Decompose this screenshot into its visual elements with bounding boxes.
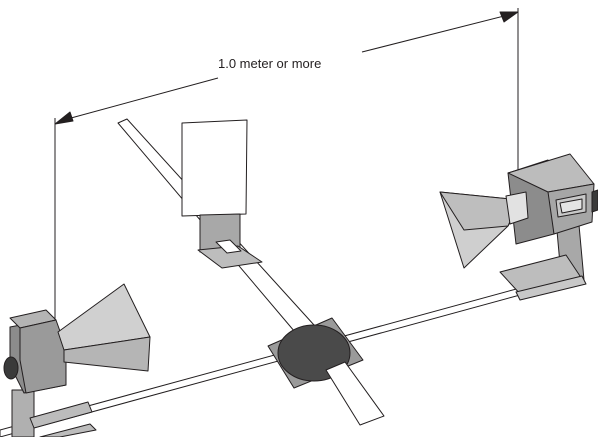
- transmitter-box-face: [19, 319, 67, 394]
- transmitter-horn-bottom: [63, 336, 151, 372]
- dimension-line-right-segment: [361, 13, 513, 53]
- receiver: [439, 153, 598, 301]
- transmitter-stand-post: [11, 389, 35, 437]
- reflector-stand-slot: [215, 239, 242, 254]
- reflector-plate-assembly: [181, 119, 263, 269]
- receiver-stand-foot: [515, 275, 587, 301]
- dimension-lines: [54, 8, 519, 322]
- receiver-horn-top: [439, 191, 521, 231]
- arrowhead-left: [54, 111, 74, 125]
- transmitter-knob: [3, 356, 19, 380]
- diagonal-rail-lower: [325, 361, 385, 426]
- arrowhead-right: [499, 11, 519, 23]
- transmitter: [3, 283, 151, 437]
- reflector-plate: [181, 119, 248, 217]
- receiver-meter-face: [559, 198, 583, 214]
- receiver-horn-collar: [505, 191, 529, 225]
- dimension-line-left-segment: [59, 77, 219, 122]
- dimension-label: 1.0 meter or more: [218, 56, 321, 71]
- transmitter-stand-foot: [29, 401, 93, 429]
- transmitter-stand-foot-lower: [39, 423, 97, 437]
- receiver-knob: [591, 189, 598, 213]
